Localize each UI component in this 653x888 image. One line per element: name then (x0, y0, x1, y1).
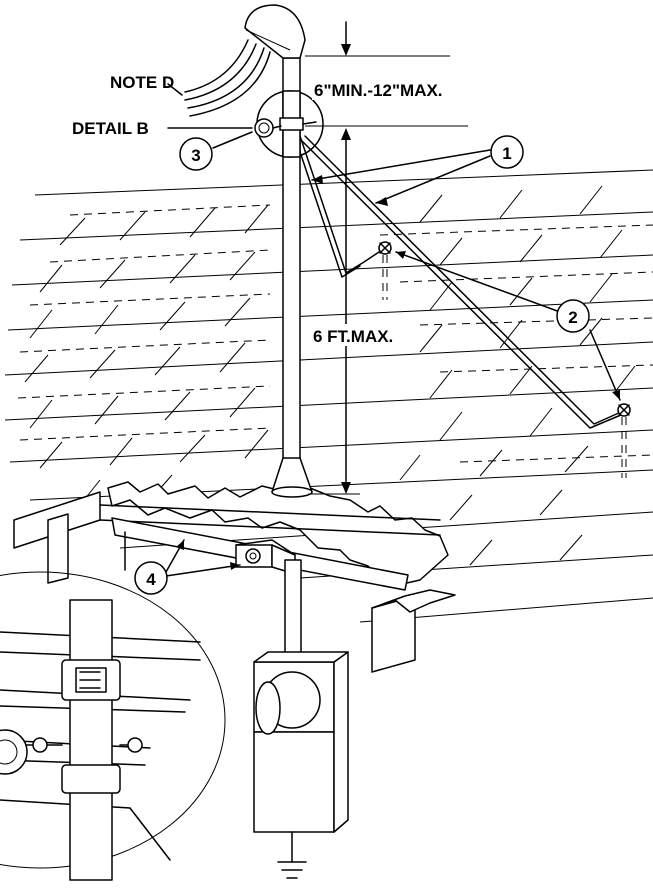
detail-b-inset (0, 571, 226, 881)
support-strut (111, 517, 409, 591)
callout-2: 2 (556, 299, 590, 333)
leader-lines (165, 131, 621, 577)
callout-3: 3 (179, 137, 213, 171)
svg-text:4: 4 (146, 570, 156, 589)
roof-eave (13, 481, 456, 673)
guy-braces (295, 135, 631, 478)
detail-b-circle (254, 90, 324, 158)
svg-text:1: 1 (502, 144, 511, 163)
clearance-dimension-label: 6"MIN.-12"MAX. (314, 81, 443, 100)
service-mast (244, 4, 313, 666)
detail-b-label: DETAIL B (72, 119, 149, 138)
height-dimension-label: 6 FT.MAX. (313, 327, 393, 346)
callout-1: 1 (490, 135, 524, 169)
meter-base (253, 651, 349, 879)
note-d-label: NOTE D (110, 73, 174, 92)
service-drop-wires (167, 39, 271, 117)
svg-text:2: 2 (568, 308, 577, 327)
dimension-lines (305, 21, 468, 495)
callout-4: 4 (134, 561, 168, 595)
svg-text:3: 3 (191, 146, 200, 165)
